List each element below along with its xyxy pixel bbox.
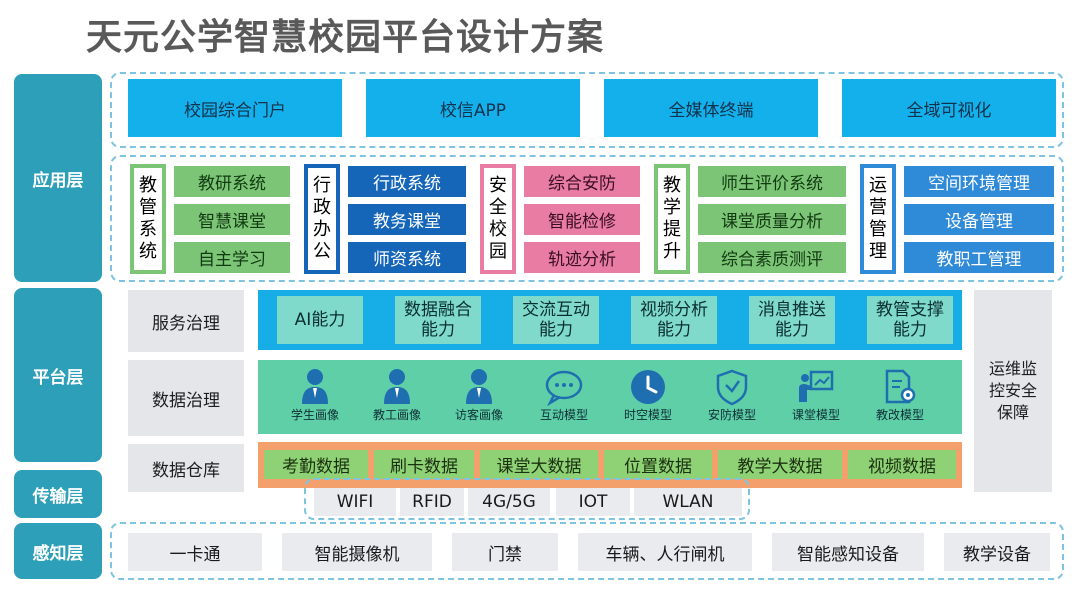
device-item[interactable]: 智能感知设备 — [772, 533, 924, 571]
capability-item[interactable]: 视频分析能力 — [631, 296, 717, 344]
group-label-teaching-mgmt: 教管系统 — [130, 164, 166, 274]
system-item[interactable]: 综合安防 — [524, 166, 640, 197]
capabilities-band — [258, 290, 962, 350]
capability-item[interactable]: AI能力 — [277, 296, 363, 344]
layer-label-transport: 传输层 — [14, 470, 102, 518]
shield-icon — [716, 369, 748, 406]
portal-item[interactable]: 校园综合门户 — [128, 79, 342, 137]
device-item[interactable]: 车辆、人行闸机 — [578, 533, 752, 571]
ops-security-panel: 运维监控安全保障 — [974, 290, 1052, 492]
group-label-safe-campus: 安全校园 — [480, 164, 516, 274]
system-item[interactable]: 教研系统 — [174, 166, 290, 197]
device-item[interactable]: 一卡通 — [128, 533, 262, 571]
portal-item[interactable]: 全媒体终端 — [604, 79, 818, 137]
person-icon — [466, 369, 492, 404]
model-item[interactable]: 时空模型 — [610, 368, 686, 423]
platform-label-data-governance: 数据治理 — [128, 360, 244, 436]
chat-icon — [545, 370, 583, 406]
model-item[interactable]: 安防模型 — [694, 368, 770, 423]
system-item[interactable]: 智慧课堂 — [174, 204, 290, 235]
system-item[interactable]: 空间环境管理 — [904, 166, 1054, 197]
system-item[interactable]: 师资系统 — [348, 242, 466, 273]
system-item[interactable]: 自主学习 — [174, 242, 290, 273]
device-item[interactable]: 智能摄像机 — [282, 533, 432, 571]
transport-item[interactable]: 4G/5G — [468, 488, 550, 516]
model-item[interactable]: 学生画像 — [280, 368, 350, 423]
page-title: 天元公学智慧校园平台设计方案 — [86, 17, 605, 58]
dataset-item[interactable]: 教学大数据 — [718, 450, 842, 479]
system-item[interactable]: 行政系统 — [348, 166, 466, 197]
system-item[interactable]: 师生评价系统 — [698, 166, 846, 197]
platform-label-service: 服务治理 — [128, 290, 244, 352]
layer-label-application: 应用层 — [14, 74, 102, 282]
dataset-item[interactable]: 刷卡数据 — [374, 450, 474, 479]
dataset-item[interactable]: 课堂大数据 — [480, 450, 598, 479]
group-label-admin-office: 行政办公 — [304, 164, 340, 274]
systems-frame — [110, 155, 1064, 282]
capability-item[interactable]: 消息推送能力 — [749, 296, 835, 344]
group-label-operations: 运营管理 — [860, 164, 896, 274]
device-item[interactable]: 教学设备 — [944, 533, 1050, 571]
platform-label-warehouse: 数据仓库 — [128, 444, 244, 492]
transport-item[interactable]: RFID — [400, 488, 464, 516]
system-item[interactable]: 教职工管理 — [904, 242, 1054, 273]
model-item[interactable]: 教改模型 — [862, 368, 938, 423]
capability-item[interactable]: 教管支撑能力 — [867, 296, 953, 344]
capability-item[interactable]: 交流互动能力 — [513, 296, 599, 344]
perception-frame — [110, 522, 1064, 580]
transport-item[interactable]: WLAN — [634, 488, 742, 516]
document-gear-icon — [885, 369, 916, 404]
portal-item[interactable]: 校信APP — [366, 79, 580, 137]
dataset-item[interactable]: 视频数据 — [848, 450, 956, 479]
dataset-item[interactable]: 位置数据 — [604, 450, 712, 479]
model-item[interactable]: 互动模型 — [526, 368, 602, 423]
clock-icon — [631, 370, 665, 404]
capability-item[interactable]: 数据融合能力 — [395, 296, 481, 344]
models-band — [258, 360, 962, 434]
teacher-board-icon — [799, 370, 834, 402]
person-icon — [384, 369, 410, 404]
transport-item[interactable]: WIFI — [314, 488, 396, 516]
portal-item[interactable]: 全域可视化 — [842, 79, 1056, 137]
model-item[interactable]: 课堂模型 — [778, 368, 854, 423]
system-item[interactable]: 综合素质测评 — [698, 242, 846, 273]
system-item[interactable]: 课堂质量分析 — [698, 204, 846, 235]
device-item[interactable]: 门禁 — [452, 533, 558, 571]
portal-frame — [110, 72, 1064, 148]
transport-item[interactable]: IOT — [556, 488, 630, 516]
model-item[interactable]: 访客画像 — [444, 368, 514, 423]
layer-label-perception: 感知层 — [14, 523, 102, 579]
person-icon — [302, 369, 328, 404]
system-item[interactable]: 智能检修 — [524, 204, 640, 235]
group-label-teaching-improve: 教学提升 — [654, 164, 690, 274]
system-item[interactable]: 设备管理 — [904, 204, 1054, 235]
layer-label-platform: 平台层 — [14, 288, 102, 462]
model-item[interactable]: 教工画像 — [362, 368, 432, 423]
system-item[interactable]: 教务课堂 — [348, 204, 466, 235]
dataset-item[interactable]: 考勤数据 — [264, 450, 368, 479]
transport-frame — [304, 478, 750, 520]
system-item[interactable]: 轨迹分析 — [524, 242, 640, 273]
